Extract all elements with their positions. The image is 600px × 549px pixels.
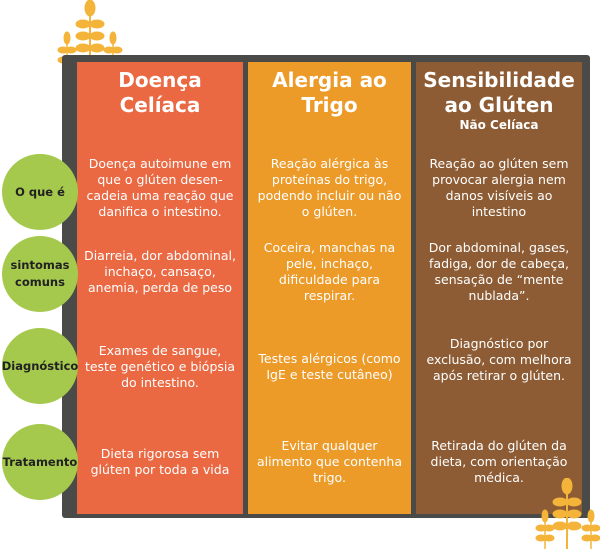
- cell-what-is: Reação alérgica às proteínas do trigo, p…: [257, 156, 402, 219]
- cell-treatment: Evitar qualquer alimento que contenha tr…: [257, 438, 402, 485]
- cell-what-is: Reação ao glúten sem provocar alergia ne…: [429, 156, 569, 219]
- cell-diagnosis: Diagnóstico por exclusão, com melhora ap…: [426, 336, 572, 383]
- cell-symptoms: Dor abdominal, gases, fadiga, dor de cab…: [428, 240, 570, 303]
- column-subtitle: Não Celíaca: [459, 118, 539, 132]
- cell-symptoms: Coceira, manchas na pele, inchaço, dific…: [263, 240, 396, 303]
- cell-diagnosis: Exames de sangue, teste genético e bióps…: [84, 343, 236, 390]
- cell-treatment: Dieta rigorosa sem glúten por toda a vid…: [90, 446, 230, 477]
- title-line: Doença: [118, 68, 202, 92]
- wheat-icon: [57, 0, 123, 75]
- title-line: Sensibilidade: [423, 68, 575, 92]
- cell-what-is: Doença autoimune em que o glúten desen-c…: [86, 156, 234, 219]
- title-line: Celíaca: [119, 93, 201, 117]
- title-line: ao Glúten: [444, 93, 554, 117]
- row-label-what-is: O que é: [2, 154, 78, 230]
- row-label-symptoms: sintomas comuns: [2, 236, 78, 312]
- title-line: Alergia ao: [272, 68, 387, 92]
- title-line: Trigo: [301, 93, 358, 117]
- row-label-diagnosis: Diagnóstico: [2, 328, 78, 404]
- wheat-icon: [535, 478, 600, 549]
- cell-symptoms: Diarreia, dor abdominal, inchaço, cansaç…: [84, 248, 236, 295]
- cell-diagnosis: Testes alérgicos (como IgE e teste cutân…: [258, 351, 401, 382]
- cell-treatment: Retirada do glúten da dieta, com orienta…: [430, 438, 568, 485]
- row-label-treatment: Tratamento: [2, 424, 78, 500]
